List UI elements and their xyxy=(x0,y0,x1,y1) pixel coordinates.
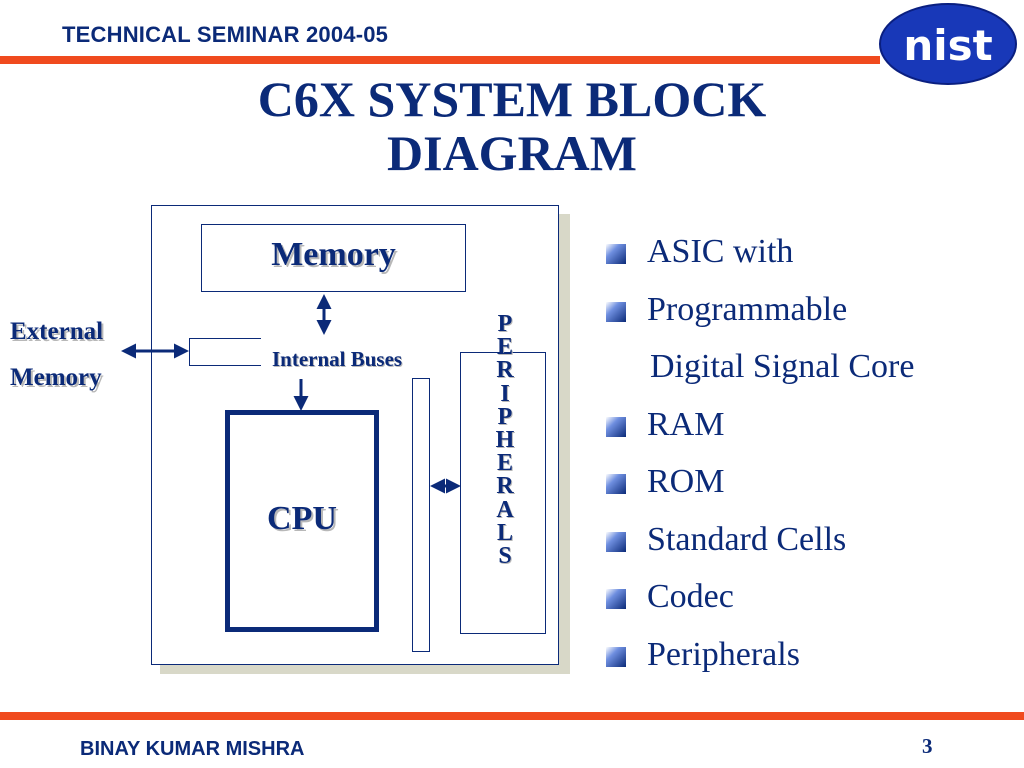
square-bullet-icon xyxy=(606,416,626,437)
peripherals-letter: R xyxy=(496,357,514,384)
list-item-text: ASIC with xyxy=(647,233,794,270)
block-diagram: Memory External Memory Internal Buses CP… xyxy=(10,205,570,674)
header-divider xyxy=(0,56,880,64)
cpu-block xyxy=(225,410,379,632)
page-number: 3 xyxy=(922,734,933,758)
slide-title: C6X SYSTEM BLOCK DIAGRAM xyxy=(0,72,1024,180)
seminar-header: TECHNICAL SEMINAR 2004-05 xyxy=(62,22,389,47)
list-item: Peripherals xyxy=(606,631,1016,689)
internal-bus-vertical xyxy=(412,378,430,652)
list-item-text: Codec xyxy=(647,578,734,615)
peripherals-letter: R xyxy=(496,473,514,500)
author-name: BINAY KUMAR MISHRA xyxy=(80,738,305,760)
peripherals-letter: P xyxy=(497,311,513,337)
internal-bus-segment xyxy=(189,338,261,366)
list-item: ASIC with xyxy=(606,228,1016,286)
list-item-text: ROM xyxy=(647,463,725,500)
square-bullet-icon xyxy=(606,244,626,264)
list-item: Digital Signal Core xyxy=(606,343,1016,401)
memory-block xyxy=(201,224,466,292)
square-bullet-icon xyxy=(606,474,626,494)
list-item: Standard Cells xyxy=(606,516,1016,574)
list-item-text: Programmable xyxy=(647,290,848,328)
slide-title-line2: DIAGRAM xyxy=(387,125,637,181)
nist-logo: nist xyxy=(879,3,1017,85)
cpu-label: CPU xyxy=(267,500,337,537)
peripherals-letter: P xyxy=(497,403,513,430)
list-item: RAM xyxy=(606,401,1016,459)
external-label-line2: Memory xyxy=(10,364,102,391)
internal-buses-label: Internal Buses xyxy=(272,347,403,371)
list-item-text: Digital Signal Core xyxy=(650,348,915,385)
diagram-arrows xyxy=(121,294,461,494)
list-item: ROM xyxy=(606,458,1016,516)
logo-text: nist xyxy=(903,21,992,70)
peripherals-letter: S xyxy=(498,543,512,570)
list-item: Programmable xyxy=(606,286,1016,344)
peripherals-letter: E xyxy=(496,450,513,477)
square-bullet-icon xyxy=(606,301,626,322)
list-item: Codec xyxy=(606,573,1016,631)
list-item-text: Standard Cells xyxy=(647,520,847,558)
peripherals-letter: A xyxy=(496,496,514,523)
square-bullet-icon xyxy=(606,531,626,552)
external-label-line1: External xyxy=(10,318,104,345)
peripherals-letter: H xyxy=(495,427,515,454)
square-bullet-icon xyxy=(606,589,626,609)
peripherals-letter: E xyxy=(496,334,513,361)
list-item-text: RAM xyxy=(647,405,725,443)
slide-title-line1: C6X SYSTEM BLOCK xyxy=(257,71,767,127)
footer-divider xyxy=(0,712,1024,720)
list-item-text: Peripherals xyxy=(647,635,800,673)
square-bullet-icon xyxy=(606,646,626,667)
peripherals-letter: I xyxy=(500,380,510,407)
peripherals-letter: L xyxy=(496,519,513,546)
memory-label: Memory xyxy=(271,236,396,273)
